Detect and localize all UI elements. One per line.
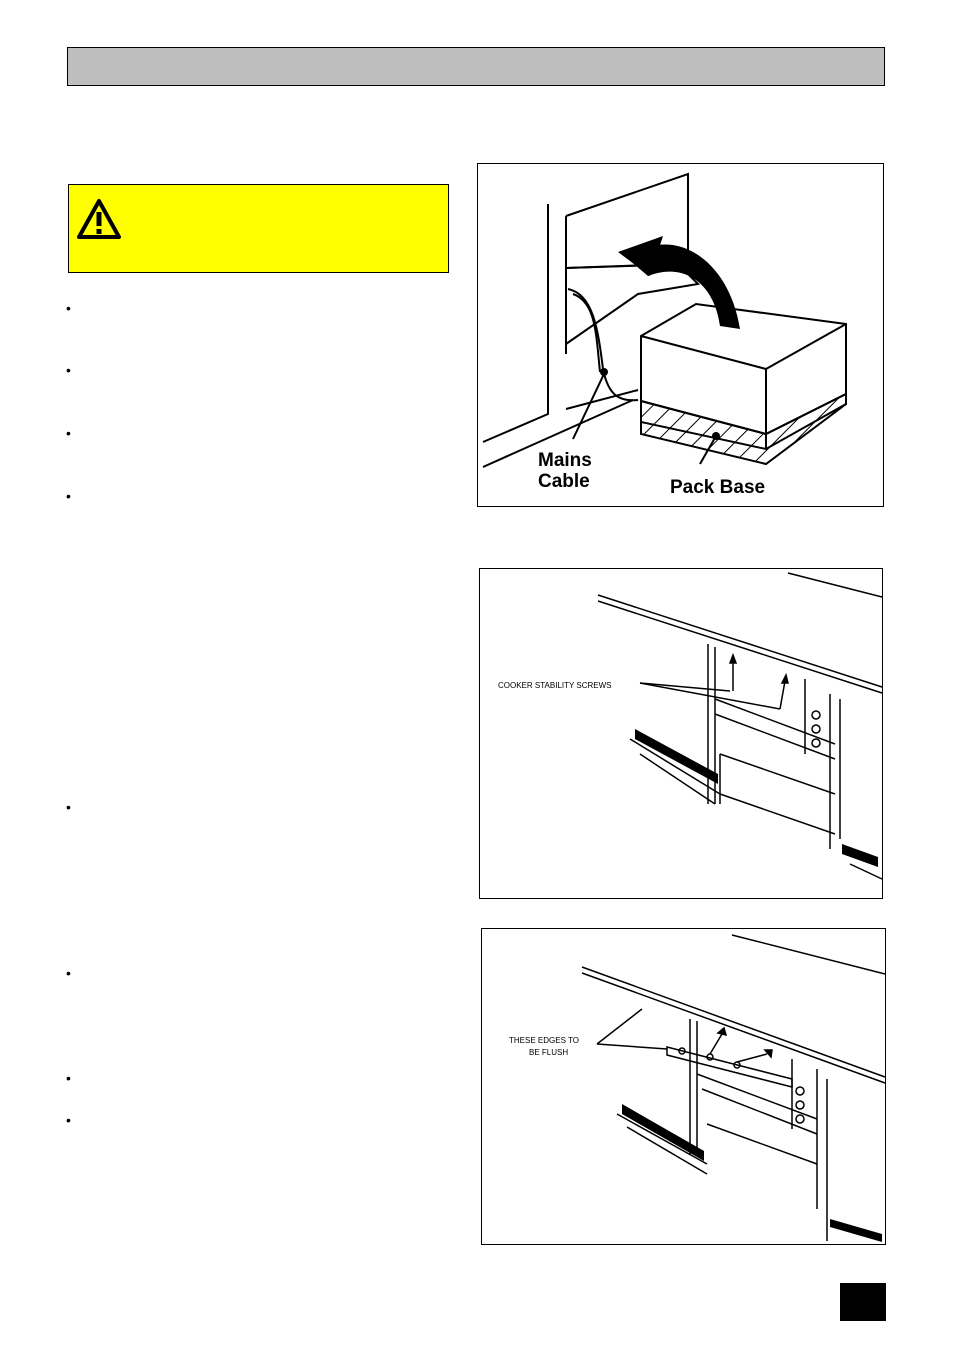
warning-triangle-icon [77,199,121,239]
bullet-dot: • [66,1112,71,1128]
bullet-dot: • [66,488,71,504]
bullet-dot: • [66,362,71,378]
mains-cable-label: Mains [538,450,592,471]
flush-label-line1: THESE EDGES TO [509,1036,579,1045]
figure-edges-flush: THESE EDGES TO BE FLUSH [481,928,886,1245]
pack-base-label: Pack Base [670,477,765,498]
stability-screws-label: COOKER STABILITY SCREWS [498,681,612,690]
mains-cable-label-2: Cable [538,471,590,492]
page-number-box [840,1283,886,1321]
bullet-dot: • [66,799,71,815]
figure-stability-screws: COOKER STABILITY SCREWS [479,568,883,899]
flush-label-line2: BE FLUSH [529,1048,568,1057]
figure-pack-base: Mains Cable Pack Base [477,163,884,507]
bullet-dot: • [66,1070,71,1086]
bullet-dot: • [66,425,71,441]
section-header-bar [67,47,885,86]
bullet-dot: • [66,965,71,981]
bullet-dot: • [66,300,71,316]
warning-box [68,184,449,273]
